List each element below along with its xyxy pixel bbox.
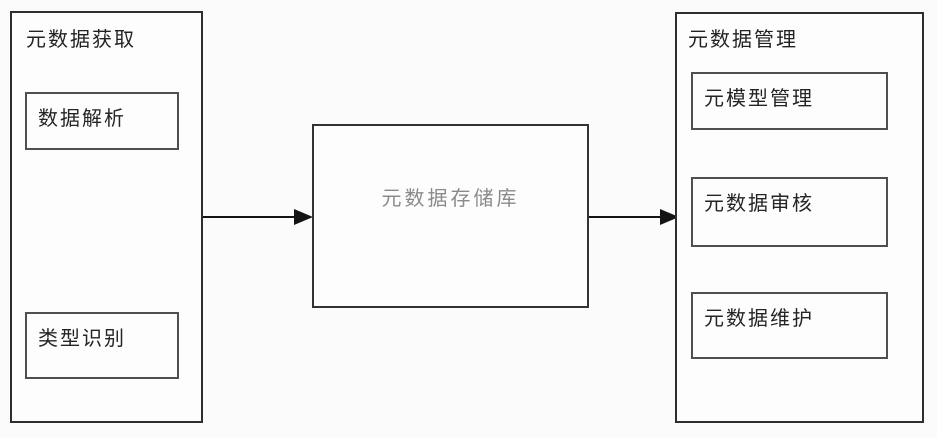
arrow-repository-to-management-head (660, 209, 679, 225)
metadata-review-label: 元数据审核 (704, 193, 814, 215)
metadata-maintenance-box: 元数据维护 (691, 292, 888, 359)
metadata-maintenance-label: 元数据维护 (704, 308, 814, 330)
type-recognition-label: 类型识别 (38, 328, 126, 350)
metadata-review-box: 元数据审核 (691, 177, 888, 247)
arrow-repository-to-management-line (589, 216, 661, 218)
arrow-acquisition-to-repository-line (203, 216, 295, 218)
arrow-acquisition-to-repository-head (294, 209, 313, 225)
metadata-repository-box: 元数据存储库 (312, 124, 589, 308)
meta-model-management-box: 元模型管理 (691, 72, 888, 130)
metadata-acquisition-title: 元数据获取 (26, 29, 136, 51)
metadata-management-panel: 元数据管理 元模型管理 元数据审核 元数据维护 (675, 12, 924, 423)
metadata-management-title: 元数据管理 (688, 29, 798, 51)
metadata-repository-label: 元数据存储库 (381, 188, 520, 210)
type-recognition-box: 类型识别 (25, 312, 179, 379)
metadata-acquisition-panel: 元数据获取 数据解析 类型识别 (10, 11, 203, 423)
data-parsing-box: 数据解析 (25, 92, 179, 150)
data-parsing-label: 数据解析 (38, 108, 126, 130)
meta-model-management-label: 元模型管理 (704, 88, 814, 110)
